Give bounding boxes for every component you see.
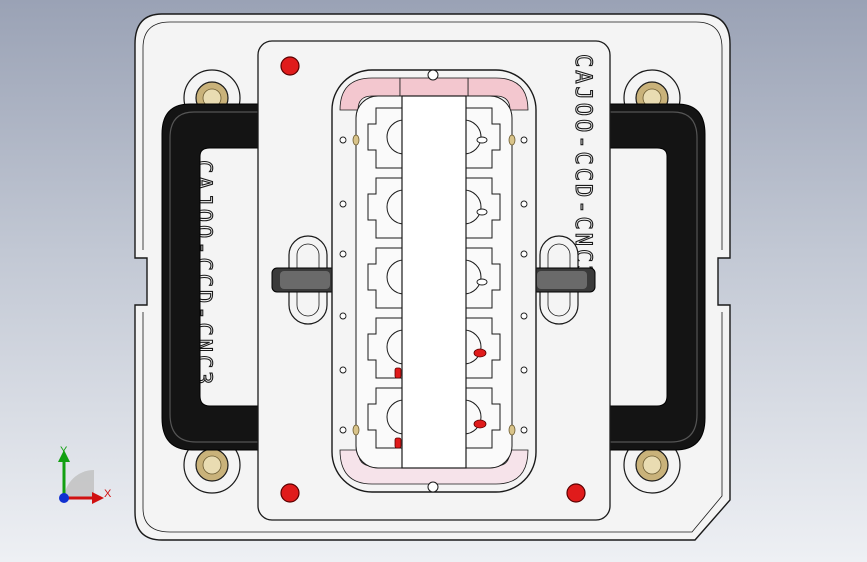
- clamp-right: [528, 235, 596, 325]
- axis-y-label: Y: [60, 445, 68, 457]
- nest-vent-bottom: [427, 481, 439, 493]
- red-marker-bottom-right: [566, 483, 586, 503]
- red-marker-top-left: [280, 56, 300, 76]
- red-marker-bottom-left: [280, 483, 300, 503]
- nest-vent-top: [427, 69, 439, 81]
- pocket-latches: [476, 136, 488, 286]
- clamp-left: [271, 235, 339, 325]
- orientation-triad[interactable]: Y X: [58, 445, 112, 504]
- center-rail: [401, 95, 467, 469]
- axis-z-origin-icon: [59, 493, 69, 503]
- base-plate-inner-edge: [142, 21, 723, 533]
- brass-pins: [352, 134, 516, 436]
- pin-holes: [339, 136, 528, 434]
- axis-x-label: X: [104, 488, 112, 500]
- axis-y-arrow-icon: [58, 450, 70, 462]
- bushing-bottom-right: [623, 436, 681, 494]
- red-sensor-dots: [394, 348, 487, 449]
- bushing-bottom-left: [183, 436, 241, 494]
- axis-x-arrow-icon: [92, 492, 104, 504]
